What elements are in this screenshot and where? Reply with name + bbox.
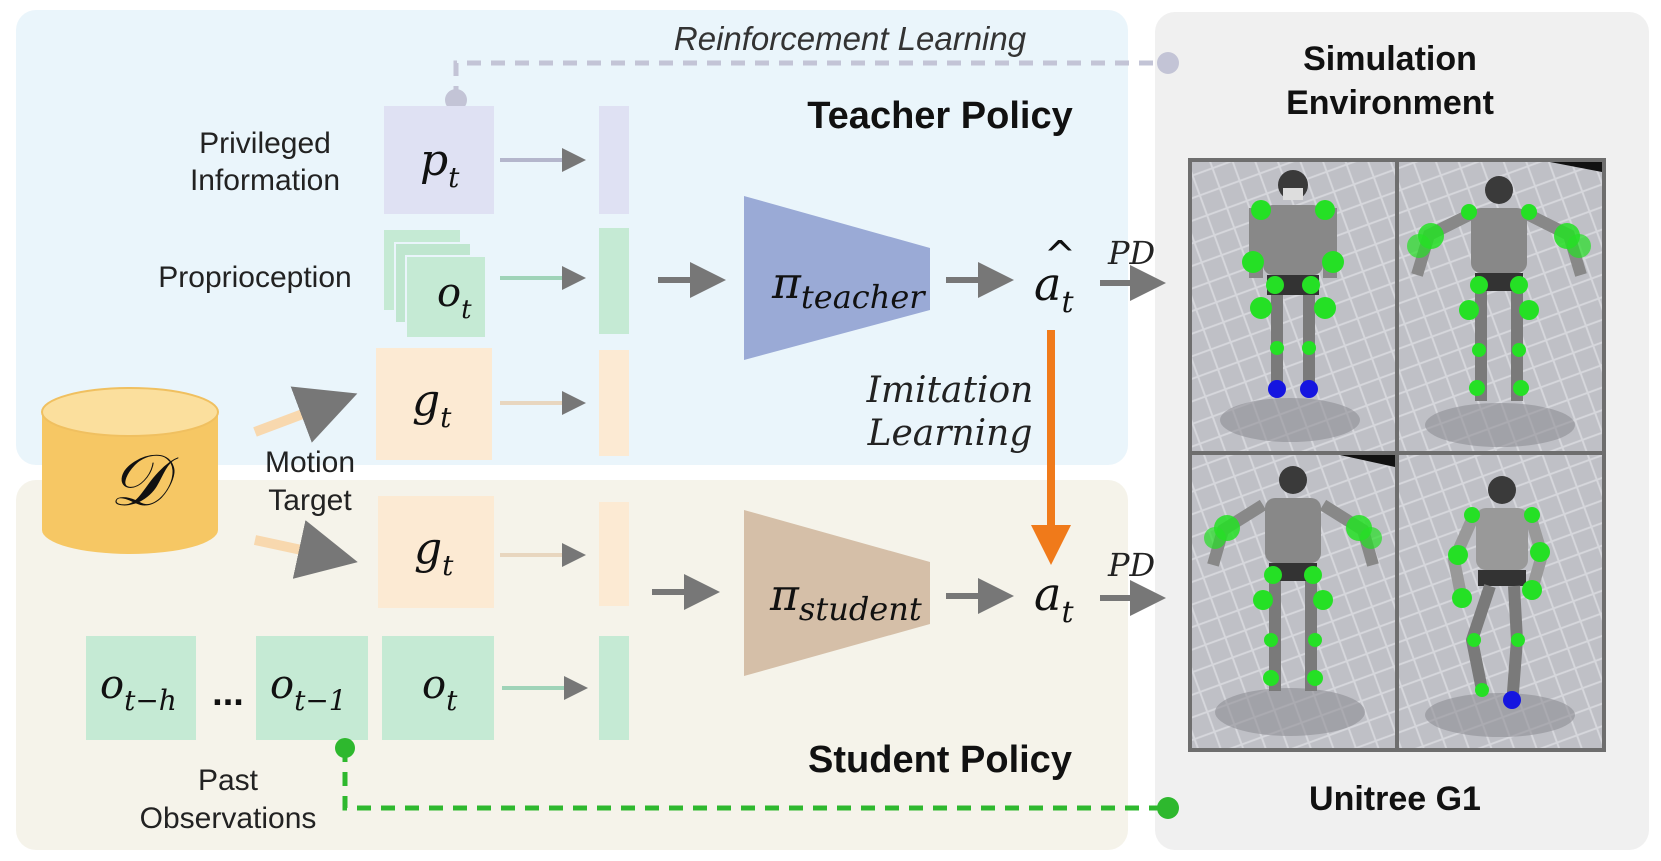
past-dashed-line (342, 748, 1168, 811)
proprioception-label: Proprioception (158, 261, 351, 294)
pd-bottom-label: PD (1107, 546, 1155, 584)
privileged-symbol: pt (420, 135, 460, 194)
simulation-image-grid (1188, 158, 1606, 752)
imitation-label-1: Imitation (866, 370, 1034, 411)
student-network (744, 510, 930, 676)
a-symbol: at (1034, 567, 1074, 630)
motion-symbol-student: gt (414, 523, 454, 582)
privileged-label-1: Privileged (199, 127, 331, 160)
feature-bar-motion-student (599, 502, 629, 606)
past-obs-label-1: Past (198, 764, 259, 797)
past-obs-label-2: Observations (140, 802, 317, 835)
sim-env-title-1: Simulation (1303, 40, 1477, 78)
proprio-symbol: ot (437, 270, 472, 325)
pd-top-label: PD (1107, 234, 1155, 272)
sim-frame-4 (1399, 455, 1602, 748)
sim-frame-1 (1192, 162, 1395, 451)
past-dot-right (1157, 797, 1179, 819)
obs-symbol-t-minus-1: ot−1 (270, 662, 347, 717)
motion-target-label-1: Motion (265, 446, 355, 479)
teacher-network (744, 196, 930, 360)
teacher-network-label: πteacher (771, 258, 926, 316)
past-dot-left (335, 738, 355, 758)
a-hat-symbol: at (1034, 257, 1074, 320)
a-hat-caret: ^ (1044, 233, 1076, 277)
motion-box-student (378, 496, 494, 608)
dataset-cylinder (41, 387, 219, 554)
obs-box-t-minus-h (86, 636, 196, 740)
feature-bar-proprio (599, 228, 629, 334)
feature-bar-obs-student (599, 636, 629, 740)
obs-symbol-t: ot (422, 662, 458, 717)
imitation-label-2: Learning (867, 413, 1033, 454)
student-policy-title: Student Policy (808, 739, 1072, 781)
feature-bar-priv (599, 106, 629, 214)
unitree-g1-label: Unitree G1 (1309, 780, 1481, 818)
sim-env-title-2: Environment (1286, 84, 1494, 122)
motion-symbol-teacher: gt (412, 375, 452, 434)
rl-label: Reinforcement Learning (674, 20, 1027, 57)
rl-dot-left (445, 89, 467, 111)
obs-ellipsis: ... (212, 672, 244, 714)
motion-box-teacher (376, 348, 492, 460)
privileged-label-2: Information (190, 164, 340, 197)
teacher-policy-title: Teacher Policy (807, 95, 1072, 137)
feature-bar-motion-teacher (599, 350, 629, 456)
arrow-dataset-to-teacher (253, 386, 358, 443)
obs-symbol-t-minus-h: ot−h (100, 662, 177, 717)
sim-frame-3 (1192, 455, 1395, 748)
student-network-label: πstudent (769, 570, 922, 628)
obs-box-t-minus-1 (256, 636, 368, 740)
arrow-dataset-to-student (253, 520, 358, 579)
sim-frame-2 (1399, 162, 1602, 451)
motion-target-label-2: Target (268, 484, 352, 517)
rl-dashed-line (453, 60, 1168, 100)
proprio-stack-1 (405, 255, 487, 339)
rl-dot-right (1157, 52, 1179, 74)
obs-box-t (382, 636, 494, 740)
privileged-box (384, 106, 494, 214)
teacher-panel (16, 10, 1128, 465)
